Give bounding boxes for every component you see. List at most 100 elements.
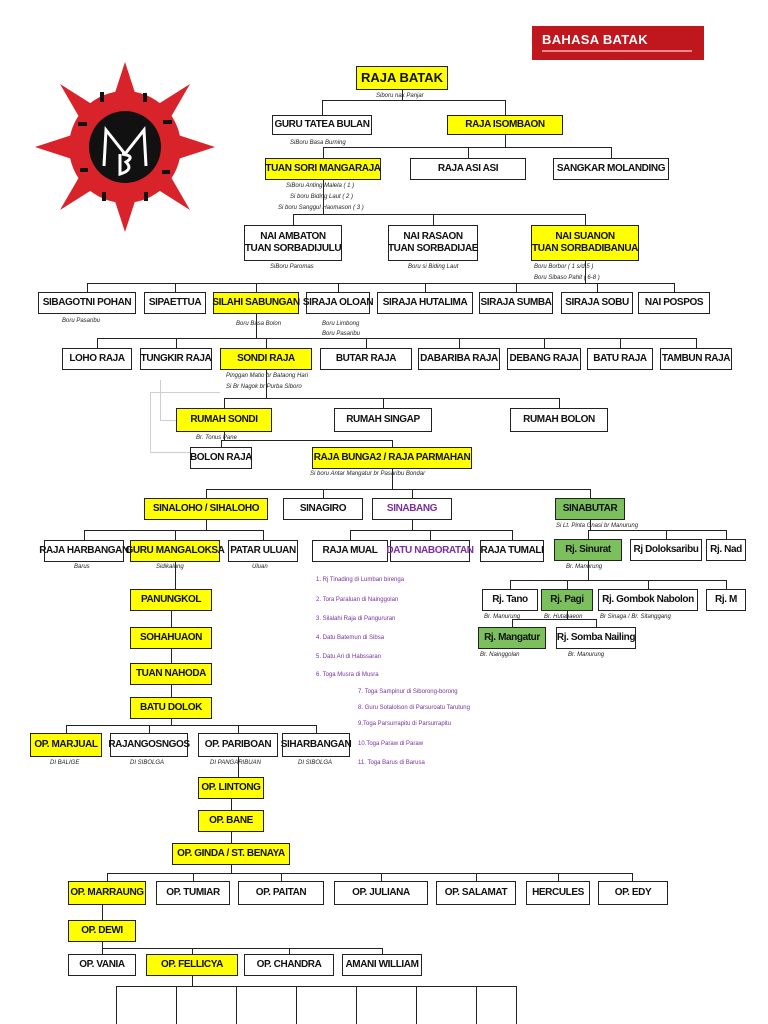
node-label: BOLON RAJA bbox=[189, 452, 253, 463]
connector bbox=[585, 261, 586, 283]
connector bbox=[171, 611, 172, 627]
node-label: OP. GINDA / ST. BENAYA bbox=[177, 848, 285, 859]
node-label: Rj. Pagi bbox=[550, 594, 584, 605]
connector bbox=[402, 90, 403, 100]
connector bbox=[97, 338, 696, 339]
node-op-dewi: OP. DEWI bbox=[68, 920, 136, 942]
node-label-2: TUAN SORBADIJAE bbox=[387, 243, 479, 254]
node-label: OP. VANIA bbox=[79, 959, 125, 970]
node-label: RAJANGOSNGOS bbox=[108, 739, 190, 750]
connector bbox=[559, 398, 560, 408]
node-label: OP. MARJUAL bbox=[34, 739, 98, 750]
node-op-juliana: OP. JULIANA bbox=[334, 881, 428, 905]
node-tuan-sori-mangaraja: TUAN SORI MANGARAJA bbox=[265, 158, 381, 180]
badge-text: BAHASA BATAK bbox=[542, 32, 648, 47]
caption: Si Br Nagok br Purba Siboro bbox=[226, 384, 302, 390]
connector bbox=[567, 580, 568, 589]
node-label: SOHAHUAON bbox=[140, 632, 202, 643]
connector bbox=[588, 530, 726, 531]
node-siraja-hutalima: SIRAJA HUTALIMA bbox=[377, 292, 473, 314]
node-label: GURU TATEA BULAN bbox=[274, 119, 370, 130]
connector bbox=[293, 214, 585, 215]
node-label: TAMBUN RAJA bbox=[661, 353, 731, 364]
node-silahi-sabungan: SILAHI SABUNGAN bbox=[212, 292, 300, 314]
node-sondi-raja: SONDI RAJA bbox=[220, 348, 312, 370]
connector bbox=[322, 100, 505, 101]
caption: SiBoru Basa Burning bbox=[290, 140, 346, 146]
connector bbox=[510, 580, 726, 581]
node-label: OP. BANE bbox=[209, 815, 253, 826]
connector bbox=[160, 420, 176, 421]
node-sinaloho: SINALOHO / SIHALOHO bbox=[144, 498, 268, 520]
connector bbox=[726, 530, 727, 539]
node-label: AMANI WILLIAM bbox=[345, 959, 419, 970]
node-debang-raja: DEBANG RAJA bbox=[507, 348, 581, 370]
node-label: OP. CHANDRA bbox=[256, 959, 322, 970]
connector bbox=[149, 725, 150, 733]
node-label: NAI RASAON bbox=[403, 231, 463, 242]
node-label: SINABUTAR bbox=[562, 503, 618, 514]
connector bbox=[293, 214, 294, 225]
node-label: NAI AMBATON bbox=[260, 231, 326, 242]
connector bbox=[433, 214, 434, 225]
node-op-fellicya: OP. FELLICYA bbox=[146, 954, 238, 976]
connector bbox=[116, 986, 117, 1024]
connector bbox=[102, 942, 103, 948]
connector bbox=[590, 520, 591, 530]
connector bbox=[505, 100, 506, 115]
caption: Si boru Biding Laut ( 2 ) bbox=[290, 194, 354, 200]
node-label: SANGKAR MOLANDING bbox=[556, 163, 666, 174]
caption: Uluan bbox=[252, 564, 268, 570]
connector bbox=[382, 948, 383, 954]
node-batu-dolok: BATU DOLOK bbox=[130, 697, 212, 719]
node-label: SINAGIRO bbox=[299, 503, 347, 514]
node-op-ginda: OP. GINDA / ST. BENAYA bbox=[172, 843, 290, 865]
node-label: BATU RAJA bbox=[593, 353, 647, 364]
caption: DI PANGARIBUAN bbox=[210, 760, 261, 766]
node-tungkir-raja: TUNGKIR RAJA bbox=[140, 348, 212, 370]
node-label: SINABANG bbox=[386, 503, 438, 514]
node-label: BATU DOLOK bbox=[140, 702, 202, 713]
toga-list-item: 2. Tora Paraluan di Nainggolan bbox=[316, 597, 399, 603]
node-raja-harbangan: RAJA HARBANGAN bbox=[39, 540, 129, 562]
node-label: RUMAH SONDI bbox=[190, 414, 258, 425]
connector bbox=[544, 338, 545, 348]
node-label: SIRAJA SOBU bbox=[565, 297, 629, 308]
node-label: OP. MARRAUNG bbox=[70, 887, 144, 898]
connector bbox=[323, 180, 324, 214]
connector bbox=[238, 757, 239, 777]
caption: Br. Manurung bbox=[566, 564, 603, 570]
node-label: Rj. Sinurat bbox=[565, 544, 611, 555]
node-guru-mangaloksa: GURU MANGALOKSA bbox=[126, 540, 225, 562]
node-label: RAJA ASI ASI bbox=[437, 163, 499, 174]
toga-list-item: 3. Silalahi Raja di Pangururan bbox=[316, 616, 396, 622]
node-label: SIHARBANGAN bbox=[280, 739, 352, 750]
batak-sun-emblem-icon bbox=[35, 62, 215, 232]
caption: SiBoru Paromas bbox=[270, 264, 314, 270]
node-panungkol: PANUNGKOL bbox=[130, 589, 212, 611]
node-label: SONDI RAJA bbox=[237, 353, 295, 364]
connector bbox=[175, 530, 176, 540]
connector bbox=[588, 530, 589, 539]
caption: Boru Pasaribu bbox=[322, 331, 361, 337]
connector bbox=[176, 338, 177, 348]
node-label: OP. EDY bbox=[614, 887, 652, 898]
connector bbox=[289, 948, 290, 954]
connector bbox=[468, 147, 469, 158]
connector bbox=[150, 392, 220, 393]
node-label: OP. SALAMAT bbox=[444, 887, 508, 898]
node-label: TUNGKIR RAJA bbox=[140, 353, 212, 364]
connector bbox=[412, 520, 413, 530]
node-label: TUAN NAHODA bbox=[135, 668, 207, 679]
node-label: SIRAJA HUTALIMA bbox=[382, 297, 468, 308]
connector bbox=[430, 530, 431, 540]
node-rj-tano: Rj. Tano bbox=[482, 589, 538, 611]
connector bbox=[392, 440, 393, 447]
connector bbox=[175, 283, 176, 292]
connector bbox=[224, 432, 225, 440]
caption: DI SIBOLGA bbox=[130, 760, 165, 766]
connector bbox=[160, 380, 161, 420]
node-label: NAI POSPOS bbox=[644, 297, 704, 308]
node-amani-william: AMANI WILLIAM bbox=[342, 954, 422, 976]
